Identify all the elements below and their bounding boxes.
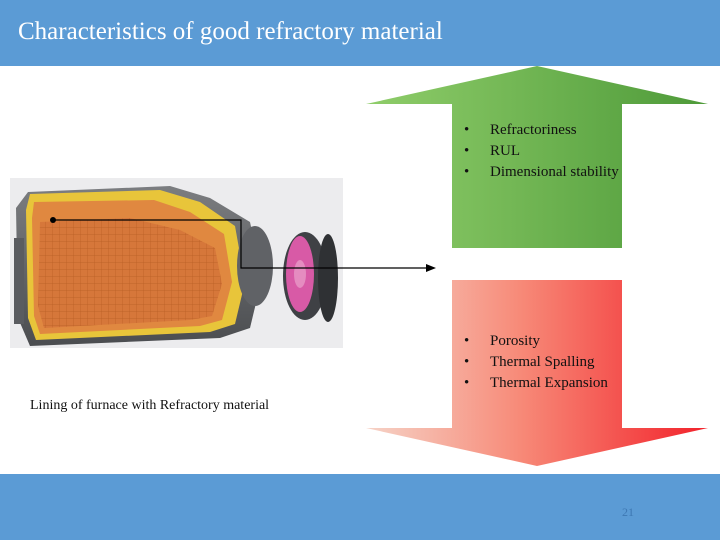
down-arrow-list: Porosity Thermal Spalling Thermal Expans… <box>460 331 610 394</box>
list-item: Dimensional stability <box>460 162 630 183</box>
list-item: Thermal Spalling <box>460 352 610 373</box>
list-item: Thermal Expansion <box>460 373 610 394</box>
slide-title: Characteristics of good refractory mater… <box>18 18 443 45</box>
connector-line <box>53 219 426 269</box>
furnace-lining-illustration <box>10 178 343 348</box>
connector-arrowhead <box>426 264 436 272</box>
footer-bar <box>0 474 720 540</box>
page-number: 21 <box>622 505 634 519</box>
list-item: RUL <box>460 141 630 162</box>
list-item: Porosity <box>460 331 610 352</box>
title-bar: Characteristics of good refractory mater… <box>0 0 720 66</box>
up-arrow-list: Refractoriness RUL Dimensional stability <box>460 120 630 183</box>
figure-caption: Lining of furnace with Refractory materi… <box>30 398 270 413</box>
list-item: Refractoriness <box>460 120 630 141</box>
